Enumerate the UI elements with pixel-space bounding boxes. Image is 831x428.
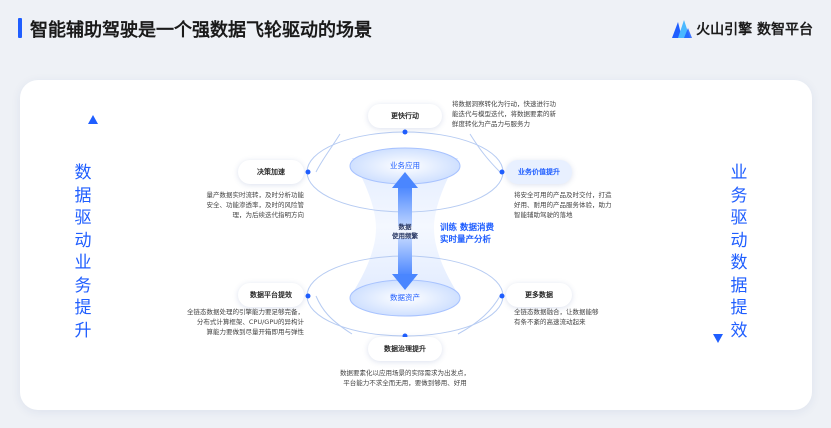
page-title: 智能辅助驾驶是一个强数据飞轮驱动的场景	[30, 20, 372, 41]
center-down-arrow-icon	[392, 274, 418, 290]
desc-governance: 数据要素化以应用场景的实际需求为出发点， 平台能力不求全而无用，要做到够用、好用	[340, 369, 470, 387]
node-governance: 数据治理提升	[368, 337, 442, 361]
ring-dot	[499, 293, 505, 299]
connector-bottom-left	[315, 295, 353, 335]
business-application-label: 业务应用	[390, 161, 420, 170]
desc-decision-speedup: 量产数据实时流转，及时分析功能 安全、功能渗透率，及时的风险管 理，为后续迭代指…	[206, 191, 305, 219]
desc-more-data: 全链态数据融合，让数据能够 有条不紊的高速流动起来	[514, 308, 599, 326]
node-faster-action: 更快行动	[368, 104, 442, 128]
connector-top-right	[469, 133, 501, 173]
brand-logo: 火山引擎 数智平台	[672, 19, 813, 39]
ring-dot	[499, 169, 505, 175]
brand-name: 火山引擎 数智平台	[696, 22, 813, 38]
ring-dot	[305, 293, 311, 299]
ring-dot	[402, 129, 408, 135]
frequent-use-label: 数据 使用频繁	[392, 223, 418, 240]
left-up-arrow-icon	[88, 115, 98, 124]
left-side-label: 数据驱动业务提升	[74, 163, 92, 341]
desc-faster-action: 将数据洞察转化为行动，快速进行功 能迭代与模型迭代，将数据要素的新 鲜度转化为产…	[452, 100, 556, 128]
right-down-arrow-icon	[713, 334, 723, 343]
training-consumption-label: 训练 数据消费 实时量产分析	[440, 223, 494, 245]
node-more-data: 更多数据	[506, 283, 572, 307]
connector-top-left	[315, 133, 341, 173]
center-up-arrow-icon	[392, 172, 418, 188]
data-asset-label: 数据资产	[390, 293, 420, 302]
title-accent-bar	[18, 18, 22, 38]
desc-platform-efficiency: 全链态数据处理的引擎能力要足够完备， 分布式计算框架、CPU/GPU的异构计 算…	[187, 308, 304, 336]
ring-dot	[305, 169, 311, 175]
node-platform-efficiency: 数据平台提效	[238, 283, 304, 307]
center-up-arrow-shaft	[398, 186, 412, 226]
node-business-value: 业务价值提升	[506, 160, 572, 184]
connector-bottom-right	[457, 295, 501, 335]
node-decision-speedup: 决策加速	[238, 160, 304, 184]
right-side-label: 业务驱动数据提效	[730, 163, 748, 341]
desc-business-value: 将安全可用的产品及时交付，打造 好用、耐用的产品服务体验，助力 智能辅助驾驶的落…	[514, 191, 612, 219]
volcano-engine-icon	[672, 20, 693, 38]
center-down-arrow-shaft	[398, 238, 412, 276]
